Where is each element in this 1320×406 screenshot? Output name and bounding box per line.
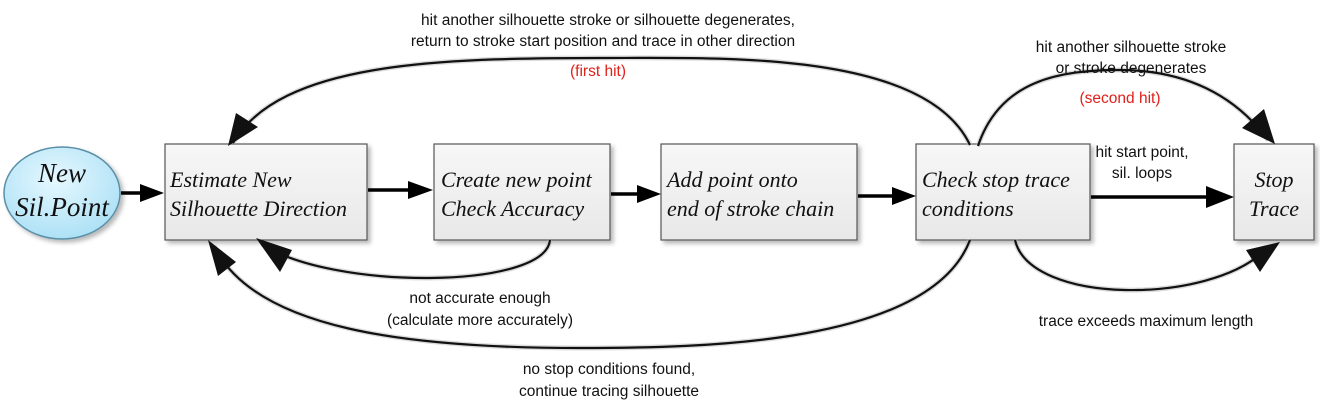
arrow-no-stop-loop (208, 239, 973, 351)
label-loops-line2: sil. loops (1112, 165, 1173, 182)
label-max-length: trace exceeds maximum length (1039, 313, 1254, 330)
node-check-stop-line2: conditions (922, 196, 1014, 221)
arrow-second-hit (975, 67, 1275, 147)
label-first-hit: hit another silhouette stroke or silhoue… (411, 12, 795, 80)
node-create-point-line1: Create new point (441, 167, 593, 192)
label-not-accurate: not accurate enough (calculate more accu… (387, 290, 573, 329)
label-loops: hit start point, sil. loops (1095, 144, 1188, 182)
label-second-hit-line2: or stroke degenerates (1056, 60, 1207, 77)
label-second-hit-line1: hit another silhouette stroke (1036, 39, 1226, 56)
node-create-point: Create new point Check Accuracy (433, 143, 611, 241)
arrow-first-hit-loop (228, 55, 973, 147)
node-stop-trace-line2: Trace (1249, 196, 1299, 221)
arrow-not-accurate (256, 238, 553, 281)
node-create-point-line2: Check Accuracy (441, 196, 584, 221)
node-new-sil-point-line1: New (37, 158, 86, 188)
label-loops-line1: hit start point, (1095, 144, 1188, 161)
node-new-sil-point: New Sil.Point (3, 146, 121, 240)
node-new-sil-point-line2: Sil.Point (15, 192, 110, 222)
node-estimate-direction-line1: Estimate New (169, 167, 292, 192)
label-not-accurate-line1: not accurate enough (409, 290, 550, 307)
label-no-stop: no stop conditions found, continue traci… (519, 361, 699, 400)
arrow-start-to-estimate (121, 184, 164, 202)
label-no-stop-line2: continue tracing silhouette (519, 383, 699, 400)
node-add-point: Add point onto end of stroke chain (660, 143, 858, 241)
label-not-accurate-line2: (calculate more accurately) (387, 312, 573, 329)
node-estimate-direction: Estimate New Silhouette Direction (164, 143, 368, 241)
node-add-point-line2: end of stroke chain (667, 196, 834, 221)
label-first-hit-line1: hit another silhouette stroke or silhoue… (421, 12, 795, 29)
node-estimate-direction-line2: Silhouette Direction (170, 196, 347, 221)
node-check-stop-line1: Check stop trace (922, 167, 1070, 192)
node-check-stop: Check stop trace conditions (915, 143, 1091, 241)
label-max-length-line1: trace exceeds maximum length (1039, 313, 1254, 330)
arrow-estimate-to-create (368, 181, 433, 199)
label-second-hit-tag: (second hit) (1080, 90, 1161, 107)
label-second-hit: hit another silhouette stroke or stroke … (1036, 39, 1226, 107)
label-first-hit-tag: (first hit) (570, 63, 626, 80)
arrow-check-to-stop-loops (1091, 186, 1234, 208)
arrow-create-to-add (611, 185, 661, 203)
label-no-stop-line1: no stop conditions found, (523, 361, 695, 378)
node-stop-trace-line1: Stop (1254, 167, 1293, 192)
node-add-point-line1: Add point onto (665, 167, 798, 192)
label-first-hit-line2: return to stroke start position and trac… (411, 33, 795, 50)
arrow-max-length (1012, 239, 1280, 293)
node-stop-trace: Stop Trace (1233, 143, 1315, 241)
arrow-add-to-check (858, 187, 916, 205)
